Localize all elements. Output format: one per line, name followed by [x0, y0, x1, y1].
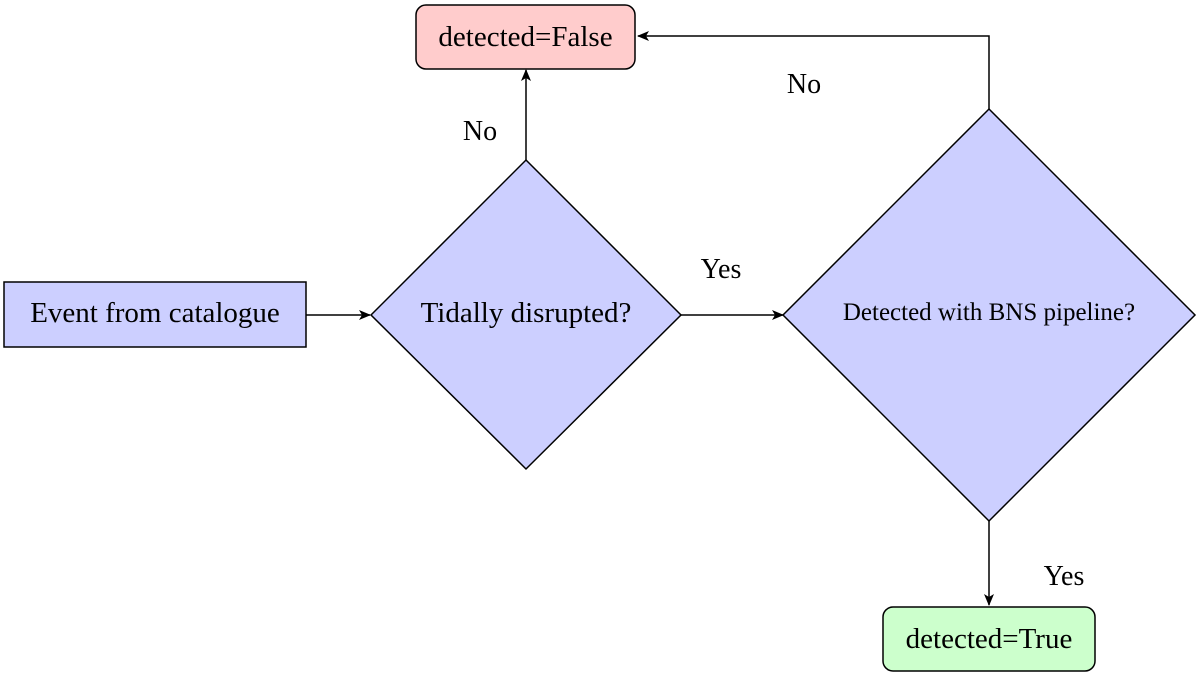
node-event-from-catalogue: Event from catalogue: [3, 281, 307, 348]
edge-label-bns-no: No: [787, 69, 821, 100]
node-detected-with-bns-pipeline: Detected with BNS pipeline?: [781, 107, 1197, 523]
node-label-tidal: Tidally disrupted?: [421, 297, 632, 329]
edge-label-tidal-no: No: [463, 116, 497, 147]
result-box-true: [882, 606, 1096, 672]
node-detected-false: detected=False: [415, 4, 636, 70]
edge-tidal-no: No: [463, 69, 531, 160]
edge-bns-yes: Yes: [984, 521, 1085, 606]
decision-diamond: [369, 158, 683, 471]
edge-label-bns-yes: Yes: [1044, 561, 1085, 592]
node-label-true: detected=True: [906, 623, 1073, 655]
edge-tidal-yes: Yes: [681, 254, 784, 320]
decision-diamond: [781, 107, 1197, 523]
node-label-bns: Detected with BNS pipeline?: [843, 299, 1135, 326]
node-detected-true: detected=True: [882, 606, 1096, 672]
edge-label-tidal-yes: Yes: [701, 254, 742, 285]
process-box: [3, 281, 307, 348]
node-label-false: detected=False: [438, 21, 612, 53]
node-tidally-disrupted: Tidally disrupted?: [369, 158, 683, 471]
result-box-false: [415, 4, 636, 70]
edge-bns-no: No: [637, 31, 990, 109]
node-label-start: Event from catalogue: [30, 297, 280, 329]
